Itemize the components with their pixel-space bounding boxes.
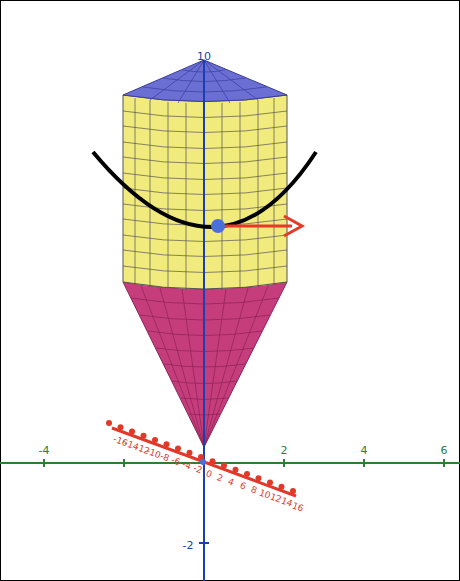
axis-label: 10 [197,51,211,62]
axis-dot [152,437,158,443]
axis-dot [164,441,170,447]
origin-dot [200,459,206,465]
axis-dot [118,424,124,430]
axis-label: 6 [238,481,246,491]
axis-dot [141,433,147,439]
parabola-curve [93,152,316,227]
axis-label: -6 [170,456,182,468]
axis-dot [279,484,285,490]
axis-label: 6 [441,445,448,456]
axis-dot [175,446,181,452]
point [211,219,225,233]
axis-dot [233,467,239,473]
axis-label: 0 [205,469,213,479]
axis-dots [106,420,296,494]
axis-dot [221,463,227,469]
axis-label: 4 [227,477,235,487]
axis-label: 4 [361,445,368,456]
direction-arrow [218,225,292,228]
axis-label: 8 [249,485,257,495]
axis-label: -2 [192,464,204,476]
axis-dot [290,488,296,494]
axis-label: -4 [39,445,50,456]
z-tick [199,542,209,544]
axis-label: -8 [159,452,171,464]
z-axis [203,60,205,581]
axis-label: 2 [281,445,288,456]
y-axis [112,428,296,496]
axis-dot [267,480,273,486]
x-axis [0,462,460,464]
axis-label: -2 [183,540,194,551]
axis-dot [129,429,135,435]
axis-dot [256,475,262,481]
x-ticks [44,459,444,467]
axis-dot [210,458,216,464]
axis-label: 2 [216,473,224,483]
axis-dot [106,420,112,426]
axis-dot [187,450,193,456]
axis-dot [244,471,250,477]
arrow-head [284,216,302,236]
axis-label: -4 [181,460,193,472]
axis-label: 16 [291,501,305,513]
